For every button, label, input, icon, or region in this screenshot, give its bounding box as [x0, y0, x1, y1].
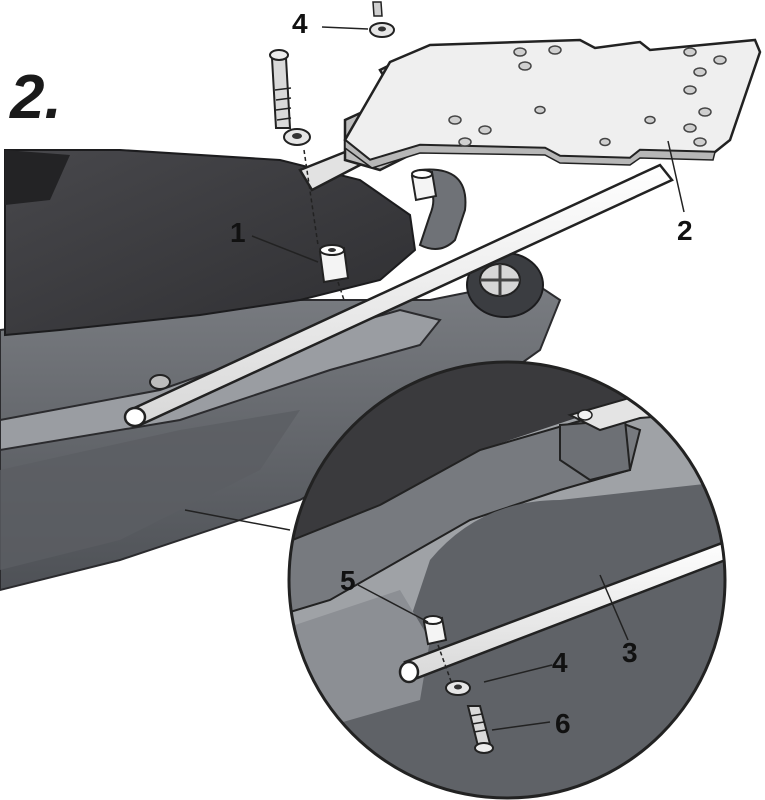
- tail-lower-shadow: [0, 410, 300, 570]
- zoom-detail: 5 3 4 6: [287, 360, 727, 800]
- callout-bolt-detail: 6: [555, 708, 571, 739]
- step-number: 2.: [9, 63, 62, 132]
- seat-front-edge: [5, 150, 70, 205]
- callout-washer-top: 4: [292, 8, 308, 39]
- frame-mount-point: [149, 374, 171, 390]
- seat: [4, 149, 417, 337]
- callout-washer-detail: 4: [552, 647, 568, 678]
- zoom-bolt: [466, 705, 494, 754]
- rack-top-plate: [343, 38, 762, 169]
- zoom-washer: [445, 680, 471, 696]
- plate-holes: [448, 45, 727, 147]
- zoom-circle-outline: [287, 360, 727, 800]
- washer-4-top: [369, 1, 395, 38]
- top-bolt-and-washer: [269, 49, 311, 146]
- motorcycle-tail: [0, 149, 562, 592]
- zoom-frame-rail: [289, 413, 642, 617]
- rack-side-tube: [123, 163, 674, 428]
- brand-roundel-quarters: [480, 264, 520, 296]
- zoom-spacer: [422, 615, 448, 646]
- assembly-lines: [184, 26, 685, 531]
- callout-spacer: 1: [230, 217, 246, 248]
- spacer-right: [410, 169, 438, 202]
- callout-spacer-detail: 5: [340, 565, 356, 596]
- spacer-1: [318, 244, 350, 284]
- callout-rack-plate: 2: [677, 215, 693, 246]
- callout-tube-detail: 3: [622, 637, 638, 668]
